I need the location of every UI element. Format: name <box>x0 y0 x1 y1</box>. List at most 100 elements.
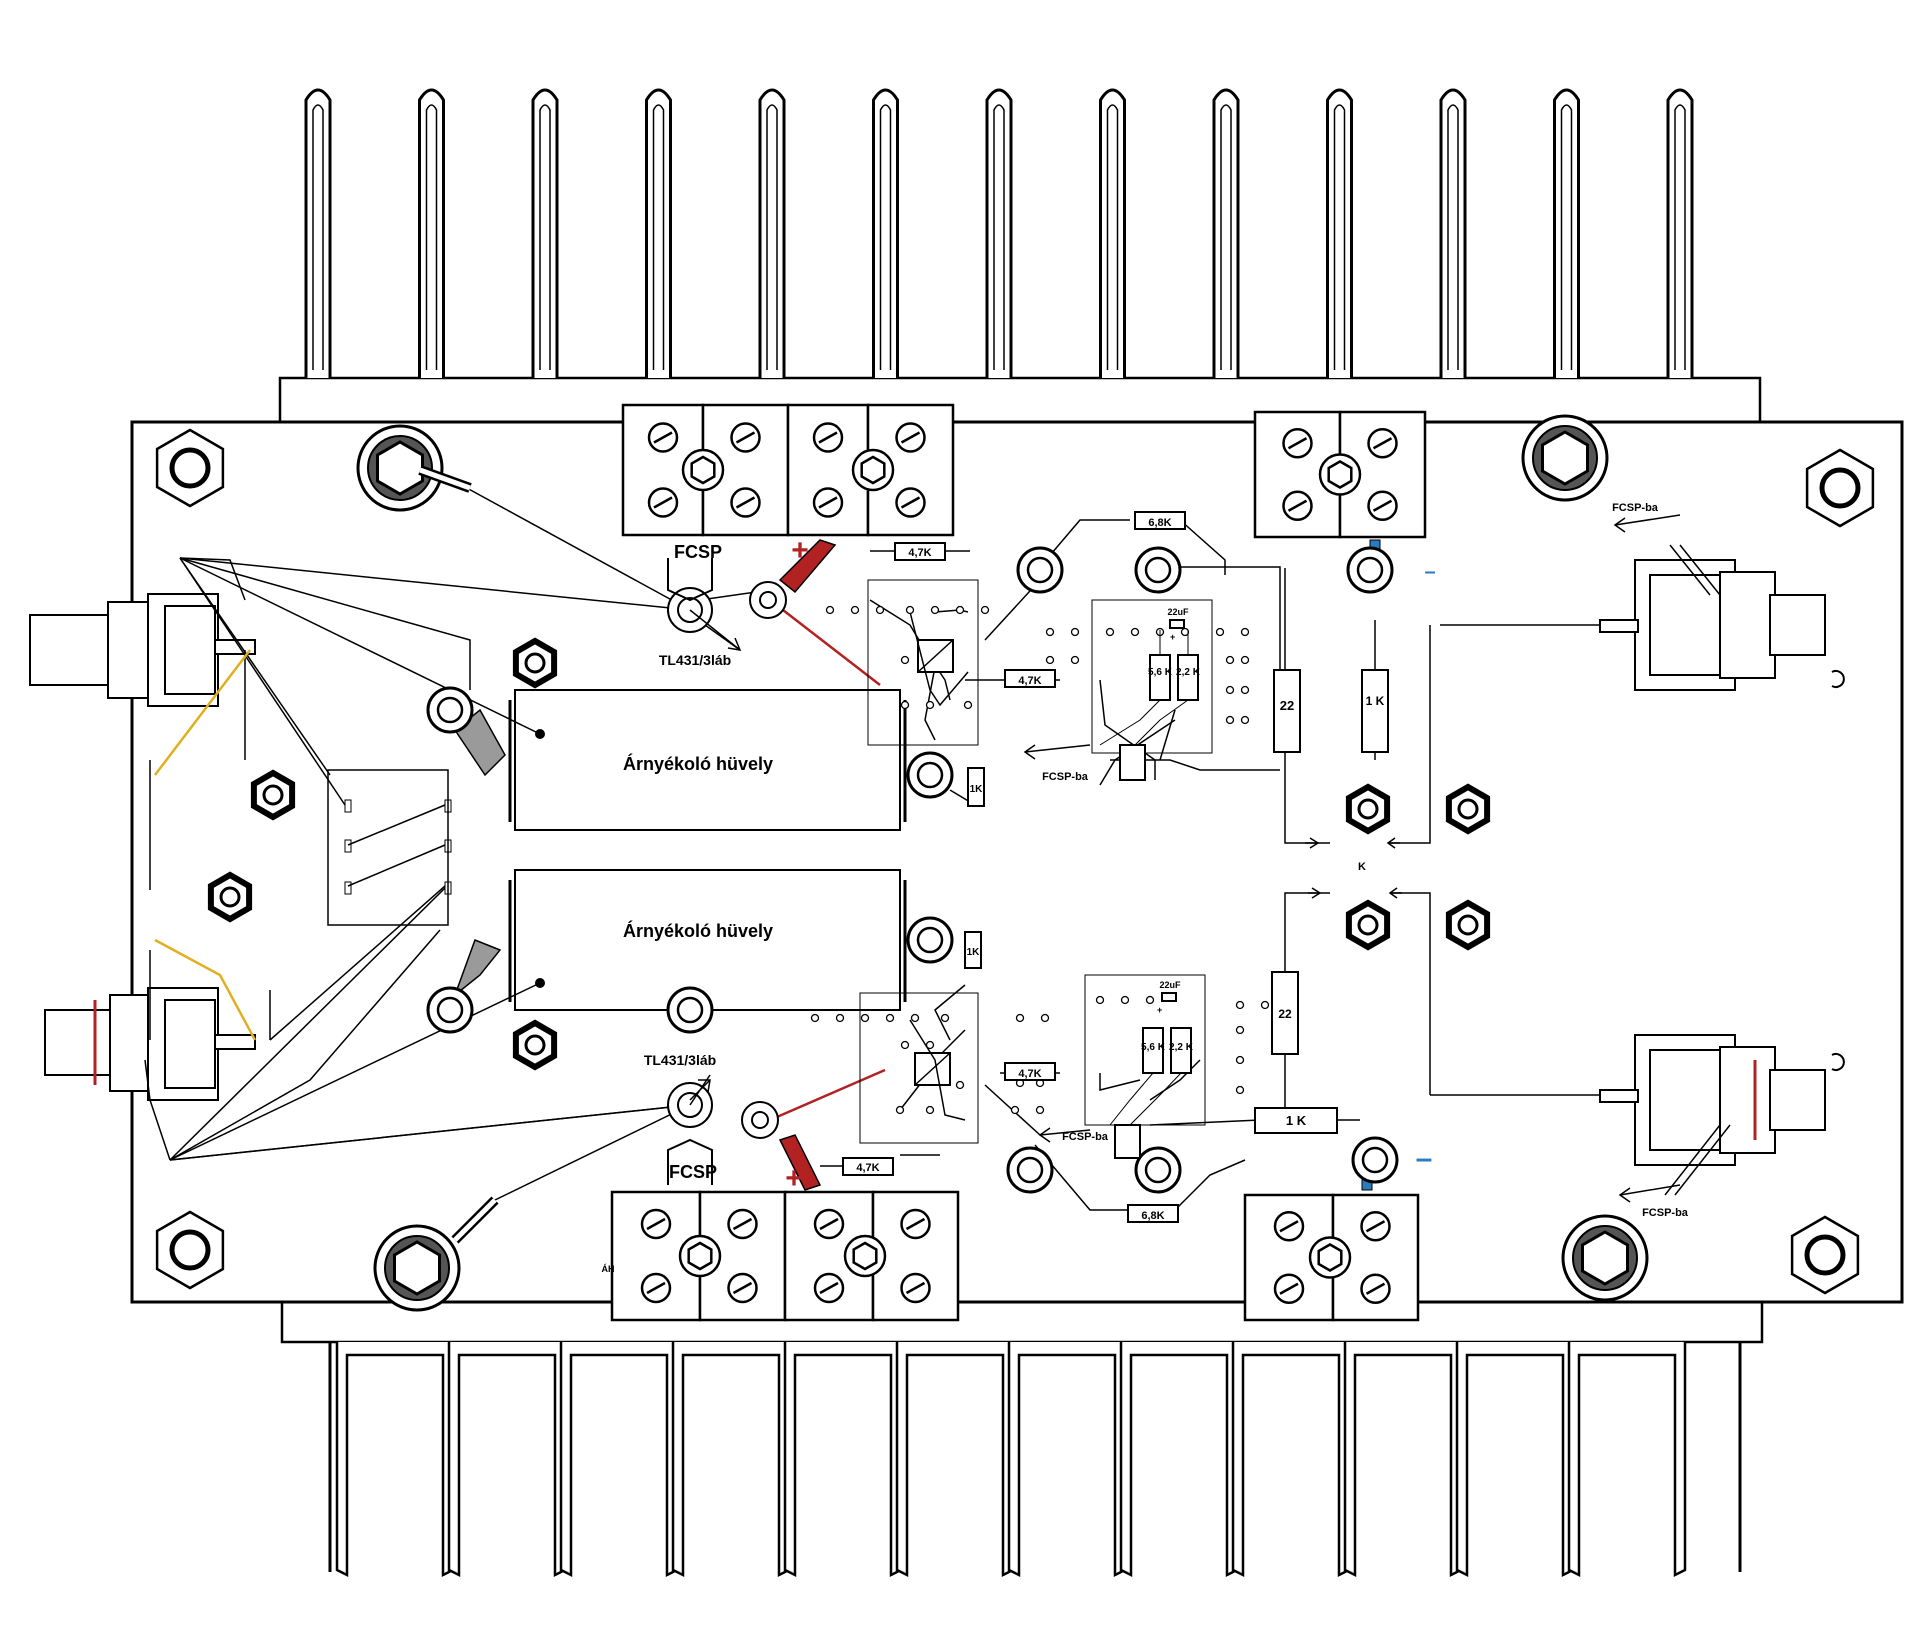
pcb-pad <box>1235 1000 1245 1010</box>
pcb-pad <box>900 700 910 710</box>
pcb-pad <box>1145 995 1155 1005</box>
svg-text:22uF: 22uF <box>1159 980 1181 990</box>
bottom-heatsink <box>280 1300 1764 1578</box>
heatsink-slot <box>447 1342 567 1578</box>
heatsink-fin <box>985 88 1013 378</box>
heatsink-fin <box>531 88 559 378</box>
svg-text:6,8K: 6,8K <box>1141 1210 1164 1222</box>
pcb-pad <box>1235 1085 1245 1095</box>
heatsink-fin <box>1666 88 1694 378</box>
colored-wiring <box>154 539 1381 1191</box>
pcb-pad <box>940 1013 950 1023</box>
tl431-top <box>667 558 787 651</box>
svg-text:+: + <box>1157 1005 1162 1015</box>
pcb-pad <box>825 605 835 615</box>
pcb-pad <box>1225 685 1235 695</box>
heatsink-fin <box>418 88 445 378</box>
svg-text:22uF: 22uF <box>1167 607 1189 617</box>
resistor-1k-bot-horizontal: 1 K <box>1254 1107 1360 1134</box>
heatsink-fin <box>1326 88 1353 378</box>
svg-text:1K: 1K <box>967 947 981 958</box>
pcb-pad <box>1180 627 1190 637</box>
svg-text:1 K: 1 K <box>1366 694 1385 708</box>
heatsink-slot <box>1231 1342 1351 1578</box>
fcsp-ba-mid-top-label: FCSP-ba <box>1042 771 1089 783</box>
rc-network-bottom: 22uF + 5,6 K 2,2 K <box>1109 980 1194 1159</box>
pcb-pad <box>1015 1013 1025 1023</box>
heatsink-fin <box>1553 88 1580 378</box>
heatsink-fin <box>1099 88 1126 378</box>
pcb-pad <box>1240 715 1250 725</box>
plus-top-label: + <box>791 534 809 567</box>
pcb-pad <box>1130 627 1140 637</box>
pcb-pad <box>850 605 860 615</box>
pcb-pad <box>835 1013 845 1023</box>
fcsp-bottom-label: FCSP <box>669 1162 717 1182</box>
pcb-pad <box>1105 627 1115 637</box>
tl431-top-label: TL431/3láb <box>659 652 731 668</box>
svg-text:4,7K: 4,7K <box>908 547 931 559</box>
pcb-pad <box>1215 627 1225 637</box>
rca-connector-left-top <box>29 593 256 707</box>
pcb-pad <box>885 1013 895 1023</box>
tl431-bottom-label: TL431/3láb <box>644 1052 716 1068</box>
svg-text:6,8K: 6,8K <box>1148 517 1171 529</box>
rca-connector-right-bottom <box>1599 1034 1845 1166</box>
terminal-block-bottom-left <box>610 1190 960 1322</box>
resistor-6k8-top: 6,8K <box>1134 511 1186 530</box>
rca-connector-left-bottom <box>44 987 256 1101</box>
svg-text:+: + <box>1170 632 1175 642</box>
heatsink-slot <box>783 1342 903 1578</box>
plus-bottom-label: + <box>785 1162 803 1195</box>
pcb-pad <box>1070 655 1080 665</box>
svg-text:4,7K: 4,7K <box>1018 675 1041 687</box>
svg-text:22: 22 <box>1280 698 1294 713</box>
pcb-pad <box>1225 715 1235 725</box>
pcb-pad <box>1045 655 1055 665</box>
heatsink-slot <box>1119 1342 1239 1578</box>
input-switch-block <box>327 769 452 926</box>
ah-bottom-label: ÁH <box>602 1264 615 1274</box>
pcb-pad <box>955 1080 965 1090</box>
relay-board-top <box>867 579 979 746</box>
pcb-pad <box>1095 995 1105 1005</box>
heatsink-slot <box>335 1342 455 1578</box>
resistor-22-bot: 22 <box>1271 971 1299 1055</box>
heatsink-slot <box>1343 1342 1463 1578</box>
terminal-block-top-left <box>621 403 955 537</box>
resistor-1k-small-top: 1K <box>967 767 985 807</box>
svg-text:22: 22 <box>1278 1007 1292 1021</box>
heatsink-slot <box>1567 1342 1687 1578</box>
top-heatsink-base <box>278 376 1762 424</box>
heatsink-slot <box>559 1342 679 1578</box>
top-heatsink <box>278 88 1762 424</box>
minus-top-label: – <box>1424 561 1435 583</box>
fcsp-ba-mid-bottom-label: FCSP-ba <box>1062 1131 1109 1143</box>
resistor-4k7-bot-a: 4,7K <box>1004 1062 1056 1081</box>
resistor-1k-top-vertical: 1 K <box>1361 669 1389 753</box>
pcb-pad <box>930 605 940 615</box>
pcb-pad <box>1040 1013 1050 1023</box>
pcb-pad <box>1260 1000 1270 1010</box>
relay-board-bottom <box>859 992 979 1144</box>
rc-board-top <box>1091 599 1213 754</box>
pcb-pad <box>1120 995 1130 1005</box>
terminal-block-top-right <box>1253 410 1427 539</box>
svg-text:1K: 1K <box>970 784 984 795</box>
pcb-pad <box>1240 655 1250 665</box>
pcb-pad <box>980 605 990 615</box>
rc-board-bottom <box>1084 974 1206 1126</box>
corner-nuts <box>155 428 1875 1295</box>
svg-text:1 K: 1 K <box>1286 1113 1307 1128</box>
minus-bottom-label: – <box>1416 1142 1433 1175</box>
heatsink-fin <box>872 88 899 378</box>
pcb-pad <box>895 1105 905 1115</box>
heatsink-fin <box>758 88 786 378</box>
pcb-pad <box>1235 1055 1245 1065</box>
fcsp-top-label: FCSP <box>674 542 722 562</box>
hex-bolts <box>356 414 1649 1312</box>
pcb-pad <box>810 1013 820 1023</box>
pcb-pad <box>1240 627 1250 637</box>
pcb-pad <box>925 700 935 710</box>
